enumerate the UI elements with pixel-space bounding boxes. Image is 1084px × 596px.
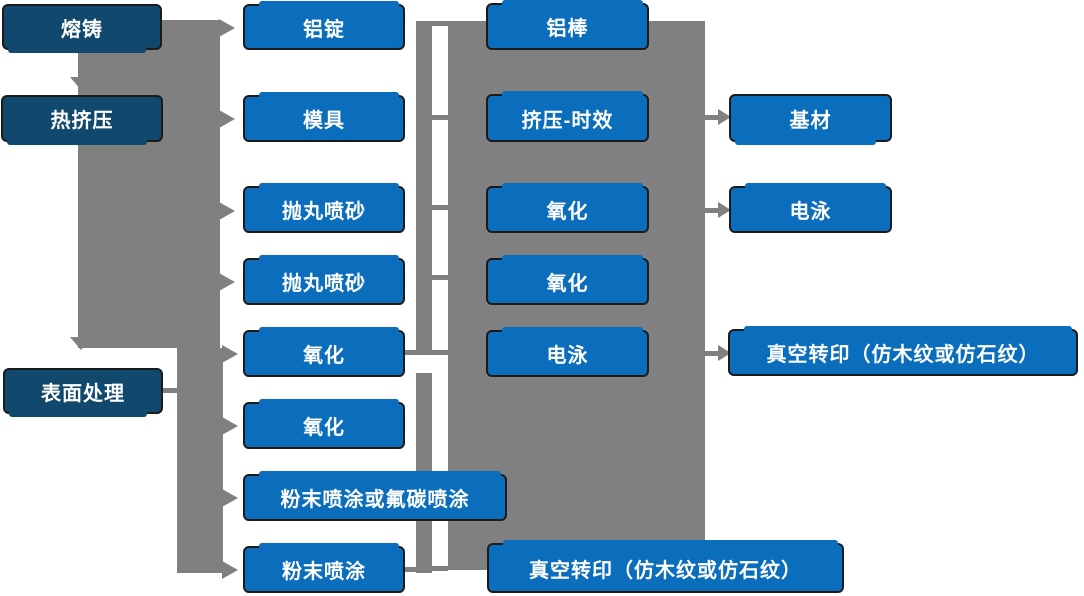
node-electrophoresis-1: 电泳 (486, 327, 649, 377)
connector-tick (432, 205, 448, 210)
arrow-right-icon (718, 202, 731, 218)
node-substrate: 基材 (729, 94, 892, 145)
node-oxidation-1: 氧化 (243, 327, 405, 377)
node-powder-coating: 粉末喷涂 (243, 543, 405, 593)
connector-tick (397, 567, 417, 572)
node-electrophoresis-2: 电泳 (729, 183, 892, 233)
arrow-right-icon (222, 417, 238, 435)
node-surface-treatment: 表面处理 (3, 368, 163, 417)
connector-tick (432, 566, 448, 571)
connector-tick (432, 275, 448, 280)
connector-tick (432, 350, 448, 355)
connector-tick (404, 350, 417, 355)
arrow-shaft (704, 208, 720, 213)
arrow-right-icon (219, 202, 235, 220)
node-shot-blasting-2: 抛丸喷砂 (243, 255, 405, 305)
arrow-right-icon (222, 489, 238, 507)
arrow-right-icon (219, 19, 235, 37)
arrow-right-icon (222, 561, 238, 579)
arrow-right-icon (219, 273, 235, 291)
arrow-right-icon (718, 345, 731, 361)
node-melting: 熔铸 (2, 4, 162, 53)
node-oxidation-4: 氧化 (486, 255, 649, 305)
node-mold: 模具 (243, 92, 405, 142)
node-aluminum-rod: 铝棒 (486, 0, 649, 50)
node-aluminum-ingot: 铝锭 (243, 1, 405, 50)
arrow-shaft (704, 115, 720, 120)
node-shot-blasting-1: 抛丸喷砂 (243, 183, 405, 233)
node-oxidation-2: 氧化 (243, 399, 405, 449)
connector-tick (432, 115, 448, 120)
connector-tick (432, 21, 448, 26)
arrow-right-icon (222, 345, 238, 363)
node-vacuum-transfer-1: 真空转印（仿木纹或仿石纹） (728, 326, 1078, 376)
arrow-down-icon (70, 337, 92, 350)
connector-tick (163, 388, 177, 393)
arrow-down-icon (70, 77, 92, 90)
arrow-right-icon (219, 110, 235, 128)
node-extrusion-aging: 挤压-时效 (486, 91, 649, 142)
node-oxidation-3: 氧化 (486, 183, 649, 233)
node-hot-extrusion: 热挤压 (1, 95, 163, 145)
flow-bus-upper (416, 21, 432, 355)
node-powder-fluorocarbon: 粉末喷涂或氟碳喷涂 (243, 471, 507, 521)
node-vacuum-transfer-2: 真空转印（仿木纹或仿石纹） (487, 540, 844, 593)
arrow-shaft (704, 351, 720, 356)
flow-trunk-upper (78, 20, 220, 348)
flow-trunk-lower (177, 348, 223, 573)
arrow-right-icon (718, 109, 731, 125)
